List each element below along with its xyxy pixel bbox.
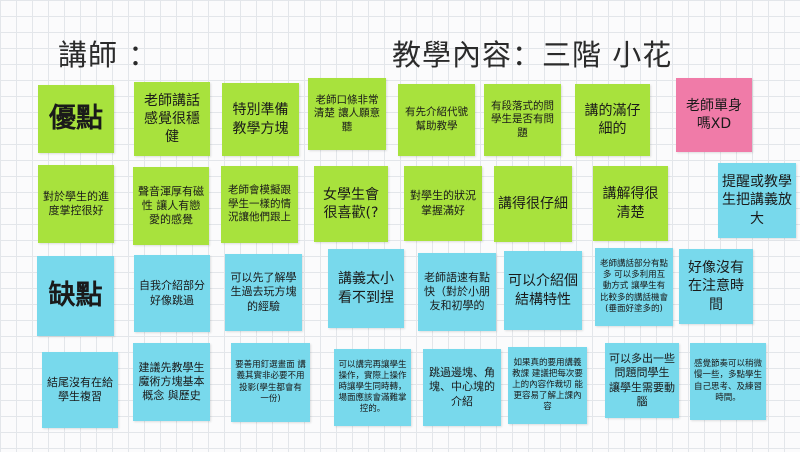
sticky-note-interactive[interactable]: 老師講話部分有點多 可以多利用互動方式 讓學生有比較多的講話機會(垂面好塗多的) — [595, 248, 673, 326]
sticky-note-prepared[interactable]: 特別準備教學方塊 — [222, 83, 299, 156]
sticky-note-recap[interactable]: 結尾沒有在給學生複習 — [42, 352, 118, 428]
sticky-note-voice[interactable]: 聲音渾厚有磁性 讓人有戀愛的感覺 — [133, 167, 209, 245]
sticky-note-time[interactable]: 好像沒有在注意時間 — [679, 249, 753, 324]
sticky-note-pace[interactable]: 感覺節奏可以稍微慢一些，多點學生自己思考、及練習時間。 — [690, 343, 766, 420]
sticky-note-girls[interactable]: 女學生會很喜歡(? — [314, 166, 388, 242]
instructor-heading: 講師 ： — [58, 38, 159, 72]
sticky-note-grasp[interactable]: 對學生的狀況掌握滿好 — [404, 166, 482, 241]
sticky-note-operate[interactable]: 可以講完再讓學生操作，實際上操作時讓學生同時轉，場面應該會滿難掌控的。 — [334, 349, 411, 426]
sticky-note-remind[interactable]: 提醒或教學生把講義放大 — [718, 163, 796, 238]
sticky-note-detailed[interactable]: 講得很仔細 — [494, 166, 572, 242]
sticky-note-questions[interactable]: 可以多出一些問題問學生 讓學生需要動腦 — [605, 343, 679, 418]
sticky-note-real[interactable]: 如果真的要用講義教課 建議把每次要上的內容作裁切 能更容易了解上課內容 — [508, 347, 587, 424]
sticky-note-intro[interactable]: 有先介紹代號幫助教學 — [398, 84, 475, 156]
sticky-note-structure[interactable]: 可以介紹個結構特性 — [504, 251, 582, 330]
sticky-note-single[interactable]: 老師單身嗎XD — [676, 78, 752, 152]
sticky-note-careful[interactable]: 講的滿仔細的 — [575, 84, 650, 156]
sticky-note-history[interactable]: 建議先教學生魔術方塊基本概念 與歷史 — [133, 343, 210, 421]
sticky-note-fast[interactable]: 老師語速有點快（對於小朋友和初學的 — [418, 253, 496, 331]
sticky-note-edges[interactable]: 跳過邊塊、角塊、中心塊的介紹 — [423, 349, 501, 426]
sticky-note-skip-intro[interactable]: 自我介紹部分好像跳過 — [134, 255, 210, 332]
sticky-note-projector[interactable]: 要善用釘選畫面 講義其實非必要不用投影(學生都會有一份) — [231, 343, 310, 422]
pros-label[interactable]: 優點 — [38, 85, 114, 153]
sticky-note-ask[interactable]: 有段落式的問學生是否有問題 — [484, 84, 561, 156]
sticky-note-experience[interactable]: 可以先了解學生過去玩方塊的經驗 — [225, 254, 302, 331]
sticky-note-explain[interactable]: 講解得很清楚 — [593, 166, 668, 241]
sticky-note-steady[interactable]: 老師講話感覺很穩健 — [134, 82, 210, 156]
sticky-note-progress[interactable]: 對於學生的進度掌控很好 — [38, 165, 114, 243]
content-heading: 教學內容：三階 小花 — [392, 38, 673, 72]
sticky-note-small[interactable]: 講義太小看不到捏 — [328, 249, 404, 328]
sticky-note-simulate[interactable]: 老師會模擬跟學生一樣的情況讓他們跟上 — [221, 166, 298, 243]
cons-label[interactable]: 缺點 — [37, 256, 114, 336]
sticky-note-clear[interactable]: 老師口條非常清楚 讓人願意聽 — [308, 78, 386, 150]
